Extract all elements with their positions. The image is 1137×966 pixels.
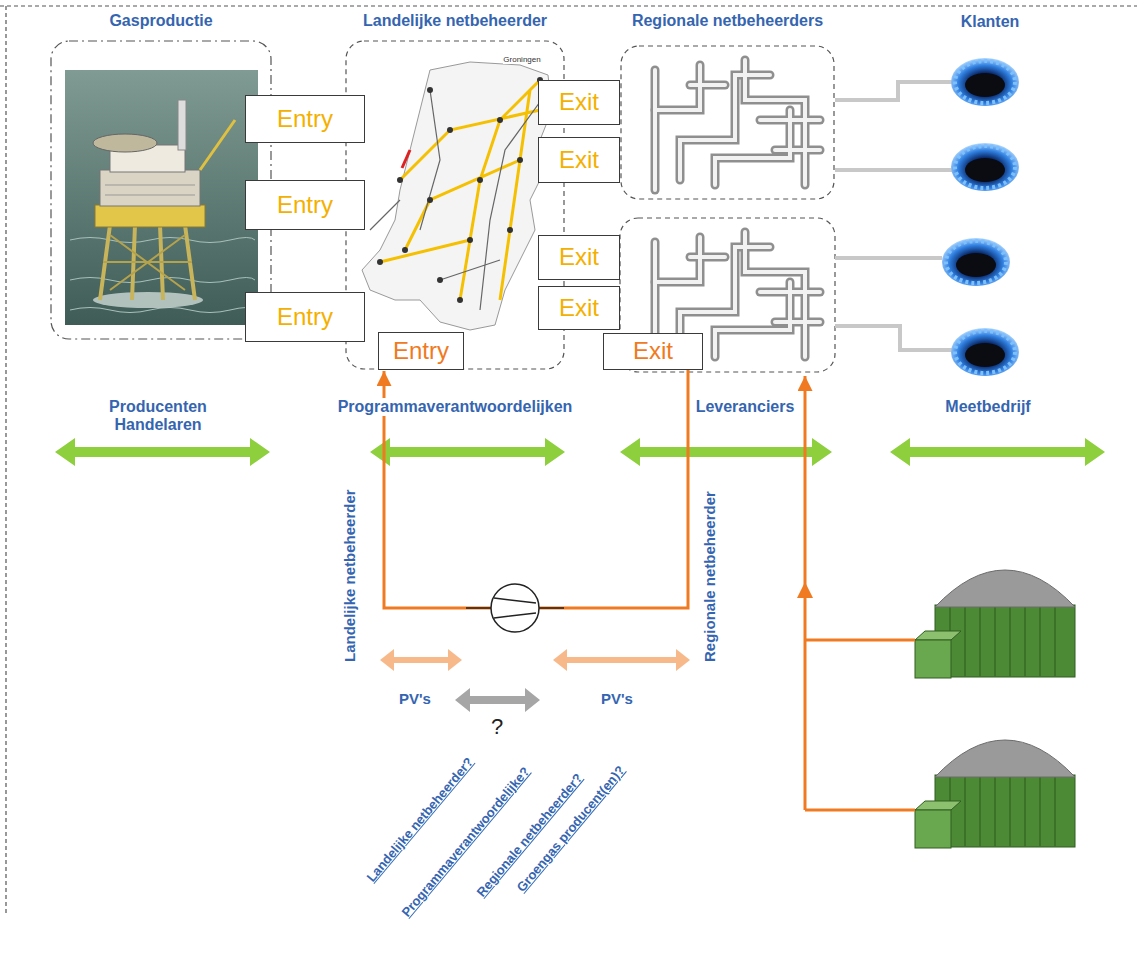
- compressor-symbol: [491, 584, 539, 632]
- option-label: Programmaverantwoordelijke?: [399, 764, 533, 920]
- role-arrow: [55, 438, 1105, 466]
- platform-photo: [178, 100, 186, 150]
- digester-icon: [915, 740, 1075, 848]
- platform-photo: [100, 225, 195, 300]
- region-outline: [620, 45, 835, 200]
- option-label: Landelijke netbeheerder?: [364, 755, 477, 885]
- netherlands-map: [402, 150, 410, 168]
- role-arrow: [55, 438, 270, 466]
- region-outline: [51, 41, 271, 339]
- role-label: Leveranciers: [696, 398, 795, 416]
- regional-box-outline: [620, 218, 835, 372]
- box-label: Entry: [393, 338, 449, 364]
- page-frame: [0, 6, 1137, 915]
- netherlands-map: [427, 87, 433, 93]
- entry-box: Entry: [245, 95, 365, 143]
- netherlands-map: [362, 62, 552, 330]
- netherlands-map: [517, 157, 523, 163]
- netherlands-map: [477, 177, 483, 183]
- exit-box: Exit: [538, 137, 620, 183]
- burner-icon: [951, 328, 1019, 376]
- box-label: Exit: [559, 89, 599, 115]
- exit-box: Exit: [538, 286, 620, 330]
- netherlands-map: [377, 77, 543, 303]
- netherlands-map: [370, 90, 545, 310]
- box-label: Exit: [559, 295, 599, 321]
- pv-label: PV's: [399, 690, 431, 707]
- box-label: Exit: [559, 244, 599, 270]
- burner-icon: [942, 238, 1010, 286]
- platform-photo: [93, 134, 157, 152]
- exit-box: Exit: [538, 80, 620, 125]
- role-label: Meetbedrijf: [945, 398, 1030, 416]
- exit-box: Exit: [603, 333, 703, 370]
- vertical-label: Landelijke netbeheerder: [341, 489, 358, 662]
- pv-arrow: [553, 649, 690, 671]
- map-label: Groningen: [503, 55, 540, 64]
- region-heading: Gasproductie: [109, 12, 212, 30]
- region-outline: [50, 40, 272, 340]
- netherlands-map: [402, 247, 408, 253]
- box-label: Entry: [277, 106, 333, 132]
- box-label: Entry: [277, 192, 333, 218]
- box-label: Exit: [633, 338, 673, 364]
- region-box: Gasproductie: [50, 40, 272, 340]
- platform-photo: [95, 205, 205, 227]
- platform-photo: [65, 70, 258, 325]
- pv-label: PV's: [601, 690, 633, 707]
- entry-box: Entry: [245, 292, 365, 342]
- entry-box: Entry: [378, 332, 464, 370]
- netherlands-map: [380, 80, 540, 300]
- netherlands-map: [362, 62, 552, 330]
- biogas-line: [805, 376, 915, 810]
- customer-line: [835, 82, 952, 350]
- box-label: Exit: [559, 147, 599, 173]
- platform-photo: [93, 292, 203, 308]
- netherlands-map: [507, 227, 513, 233]
- region-heading: Regionale netbeheerders: [632, 12, 823, 30]
- burner-icon: [951, 58, 1019, 106]
- platform-photo: [200, 120, 235, 170]
- netherlands-map: [447, 127, 453, 133]
- role-arrow: [620, 438, 832, 466]
- pipes-illustration: [655, 60, 820, 190]
- pv-arrow: [380, 649, 690, 671]
- netherlands-map: [497, 117, 503, 123]
- region-outline: [345, 40, 565, 370]
- region-outline: [346, 41, 564, 369]
- role-label: Producenten Handelaren: [88, 398, 228, 435]
- region-heading: Landelijke netbeheerder: [363, 12, 547, 30]
- netherlands-map: [437, 277, 443, 283]
- platform-photo: [103, 235, 192, 290]
- platform-photo: [65, 70, 258, 325]
- region-box: Regionale netbeheerders: [620, 45, 835, 200]
- box-label: Entry: [277, 304, 333, 330]
- netherlands-map: [427, 197, 433, 203]
- vertical-label: Regionale netbeheerder: [701, 491, 718, 662]
- digester-icon: [915, 570, 1075, 678]
- question-arrow: [455, 688, 540, 712]
- question-mark: ?: [491, 714, 503, 739]
- netherlands-map: [467, 237, 473, 243]
- biogas-arrowhead: [797, 582, 813, 598]
- region-box: Landelijke netbeheerderEntry: [345, 40, 565, 370]
- platform-photo: [105, 185, 195, 195]
- role-arrow: [370, 438, 565, 466]
- region-outline: [621, 46, 834, 199]
- burner-icon: [951, 143, 1019, 191]
- netherlands-map: [377, 259, 383, 265]
- platform-photo: [100, 170, 200, 206]
- role-arrow: [890, 438, 1105, 466]
- exit-box: Exit: [538, 235, 620, 280]
- compressor-symbol: [494, 598, 536, 618]
- column-heading: Klanten: [961, 13, 1020, 31]
- netherlands-map: [457, 297, 463, 303]
- role-label: Programmaverantwoordelijken: [338, 398, 573, 416]
- entry-box: Entry: [245, 180, 365, 230]
- netherlands-map: [397, 177, 403, 183]
- pv-arrow: [380, 649, 462, 671]
